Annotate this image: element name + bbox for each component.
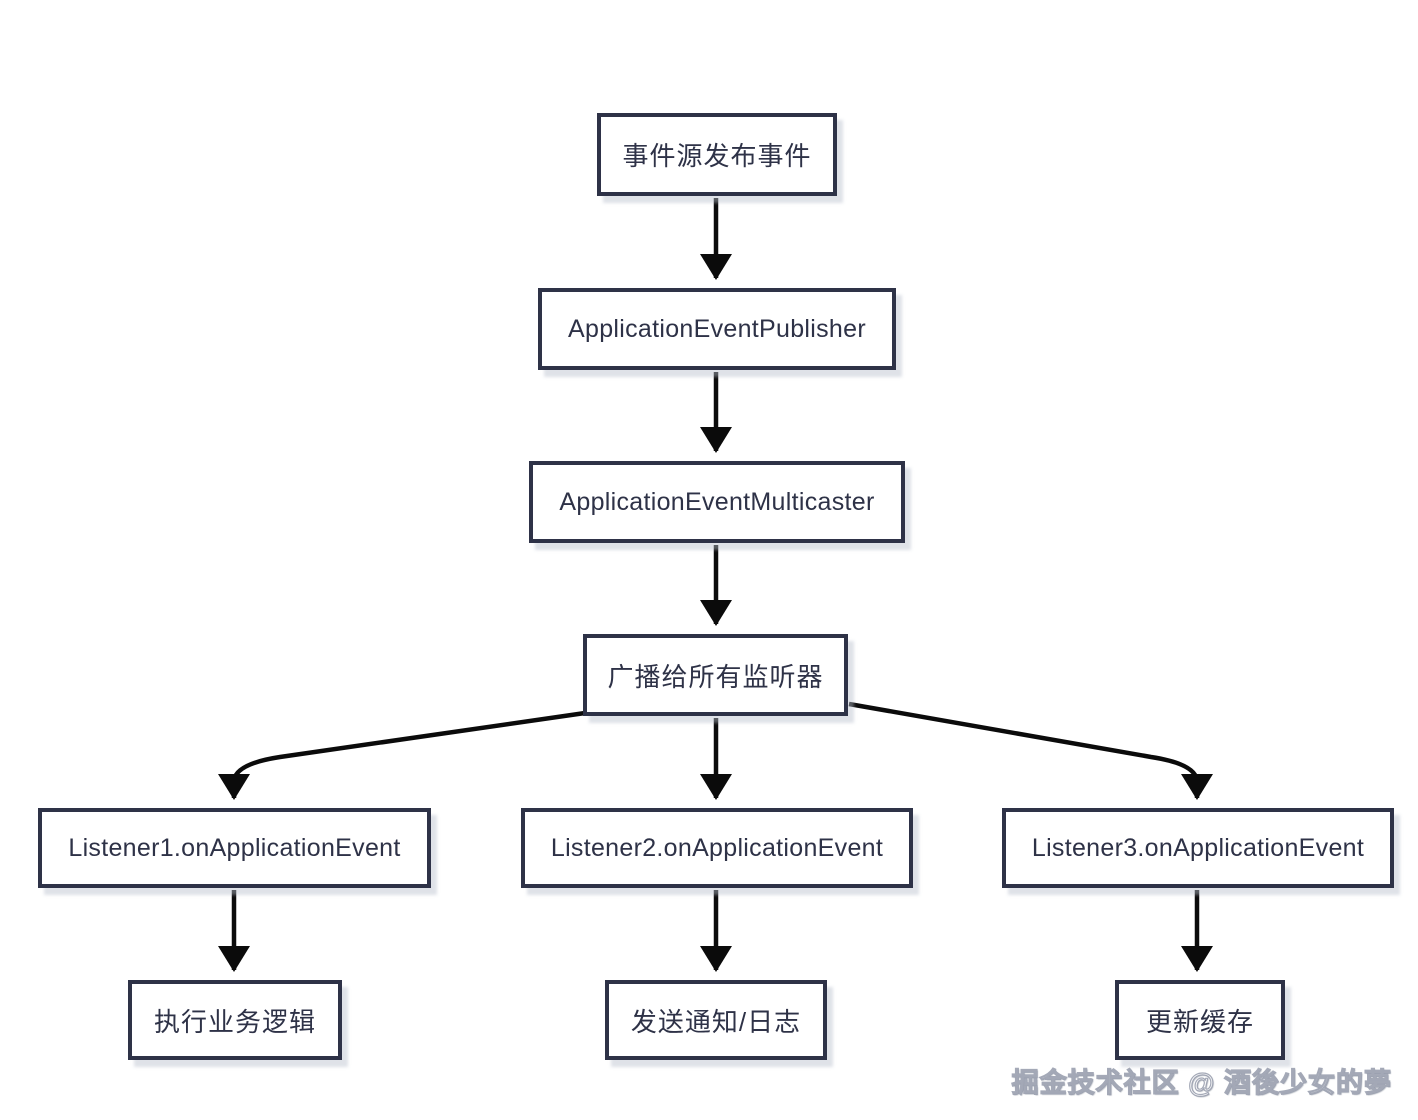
node-listener1-label: Listener1.onApplicationEvent	[68, 833, 401, 862]
watermark: 掘金技术社区 @ 酒後少女的夢	[1011, 1067, 1392, 1098]
node-application-event-multicaster: ApplicationEventMulticaster	[529, 461, 905, 543]
node-listener1: Listener1.onApplicationEvent	[38, 808, 431, 888]
node-listener2-label: Listener2.onApplicationEvent	[550, 833, 884, 862]
node-event-source-label: 事件源发布事件	[622, 141, 812, 171]
arrow-broadcast-to-listener1	[218, 709, 593, 800]
node-broadcast-to-listeners: 广播给所有监听器	[583, 634, 848, 716]
node-execute-business-logic: 执行业务逻辑	[128, 980, 342, 1060]
arrow-broadcast-to-listener3	[848, 701, 1213, 800]
node-listener2: Listener2.onApplicationEvent	[521, 808, 913, 888]
node-application-event-multicaster-label: ApplicationEventMulticaster	[559, 487, 875, 516]
node-application-event-publisher: ApplicationEventPublisher	[538, 288, 896, 370]
node-send-notification-log: 发送通知/日志	[605, 980, 827, 1060]
node-execute-business-logic-label: 执行业务逻辑	[153, 1006, 316, 1037]
node-send-notification-log-label: 发送通知/日志	[630, 1006, 802, 1037]
node-update-cache-label: 更新缓存	[1145, 1006, 1254, 1037]
node-broadcast-to-listeners-label: 广播给所有监听器	[607, 661, 824, 692]
node-update-cache: 更新缓存	[1115, 980, 1285, 1060]
node-listener3: Listener3.onApplicationEvent	[1002, 808, 1394, 888]
node-listener3-label: Listener3.onApplicationEvent	[1031, 833, 1365, 862]
node-application-event-publisher-label: ApplicationEventPublisher	[568, 314, 866, 343]
node-event-source: 事件源发布事件	[597, 113, 837, 196]
